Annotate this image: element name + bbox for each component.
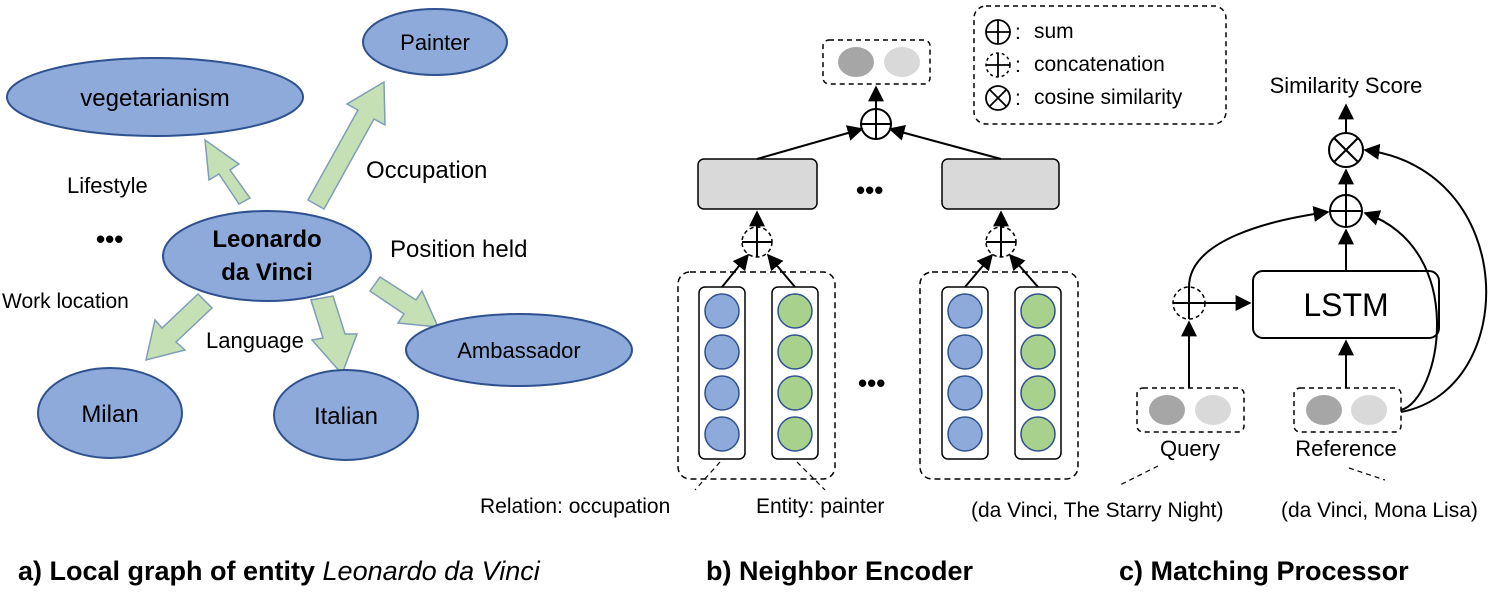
output-embedding-box bbox=[822, 39, 931, 85]
entity-embedding-circle-right-2 bbox=[1020, 334, 1056, 370]
relation-embedding-circle-left-1 bbox=[704, 293, 740, 329]
node-milan-label: Milan bbox=[81, 401, 138, 428]
entity-painter-label: Entity: painter bbox=[756, 495, 884, 518]
legend: : sum : concatenation : cosine similarit… bbox=[973, 5, 1227, 125]
caption-matching-processor: c) Matching Processor bbox=[1119, 556, 1409, 586]
relation-embedding-circle-left-3 bbox=[704, 375, 740, 411]
arrow-position-held bbox=[368, 275, 440, 328]
reference-embedding-light bbox=[1351, 395, 1387, 425]
reference-embedding-dark bbox=[1306, 395, 1342, 425]
matching-sum-operator bbox=[1329, 194, 1363, 228]
entity-embedding-circle-left-4 bbox=[777, 416, 813, 452]
relation-work-location: Work location bbox=[2, 290, 129, 313]
arrow-reference-to-sum bbox=[1363, 210, 1438, 411]
neighbor-group-right bbox=[919, 271, 1079, 480]
matching-processor: Similarity Score LSTM Query bbox=[1117, 73, 1488, 522]
legend-cosine-icon bbox=[985, 85, 1011, 111]
relation-occupation: Occupation bbox=[366, 157, 487, 184]
node-leonardo-line1: Leonardo bbox=[212, 226, 321, 253]
entity-embedding-circle-left-3 bbox=[777, 375, 813, 411]
caption-local-graph-entity: Leonardo da Vinci bbox=[322, 556, 540, 586]
output-embedding-dark bbox=[838, 47, 874, 77]
node-vegetarianism-label: vegetarianism bbox=[80, 85, 229, 112]
neighbor-group-left bbox=[677, 271, 836, 480]
node-painter-label: Painter bbox=[400, 30, 470, 55]
node-italian-label: Italian bbox=[314, 403, 378, 430]
encoder-ellipsis-top: ••• bbox=[856, 175, 883, 205]
legend-cosine-separator: : bbox=[1015, 87, 1021, 110]
node-ambassador bbox=[405, 313, 633, 387]
encoder-ellipsis-middle: ••• bbox=[858, 368, 885, 398]
node-italian bbox=[273, 369, 419, 461]
node-milan bbox=[37, 367, 183, 459]
legend-sum-icon bbox=[985, 19, 1011, 45]
caption-local-graph: a) Local graph of entity Leonardo da Vin… bbox=[18, 556, 540, 587]
node-vegetarianism bbox=[6, 57, 304, 137]
relation-embedding-circle-right-4 bbox=[947, 416, 983, 452]
entity-embedding-circle-right-1 bbox=[1020, 293, 1056, 329]
legend-concatenation-separator: : bbox=[1015, 54, 1021, 77]
concat-operator-right bbox=[985, 226, 1017, 258]
relation-lifestyle: Lifestyle bbox=[67, 173, 148, 198]
output-embedding-light bbox=[884, 47, 920, 77]
entity-embedding-circle-right-4 bbox=[1020, 416, 1056, 452]
node-leonardo bbox=[162, 210, 372, 302]
entity-embedding-circle-right-3 bbox=[1020, 375, 1056, 411]
arrow-left-box-to-sum bbox=[756, 125, 864, 160]
arrow-language bbox=[310, 295, 359, 376]
legend-sum-label: sum bbox=[1034, 20, 1074, 43]
node-painter bbox=[362, 8, 508, 76]
model-diagram: Painter vegetarianism Leonardo da Vinci … bbox=[2, 5, 1488, 522]
relation-occupation-label: Relation: occupation bbox=[480, 495, 670, 518]
legend-sum-separator: : bbox=[1015, 21, 1021, 44]
entity-embedding-circle-left-2 bbox=[777, 334, 813, 370]
neighbor-encoder: ••• ••• Relation: occupation bbox=[480, 39, 1224, 522]
local-graph: Painter vegetarianism Leonardo da Vinci … bbox=[2, 8, 633, 461]
lstm-label: LSTM bbox=[1303, 287, 1388, 323]
matching-concat-operator bbox=[1172, 286, 1206, 320]
mona-lisa-pair-label: (da Vinci, Mona Lisa) bbox=[1281, 499, 1478, 522]
arrow-occupation bbox=[306, 80, 386, 211]
arrow-concat-to-sum bbox=[1188, 206, 1330, 288]
node-ambassador-label: Ambassador bbox=[457, 338, 581, 363]
starry-night-pair-label: (da Vinci, The Starry Night) bbox=[971, 499, 1224, 522]
arrow-right-box-to-sum bbox=[888, 125, 1002, 160]
relation-embedding-circle-right-1 bbox=[947, 293, 983, 329]
encoder-box-left bbox=[697, 158, 818, 210]
legend-concatenation-icon bbox=[985, 52, 1011, 78]
relation-embedding-circle-right-3 bbox=[947, 375, 983, 411]
query-embedding-box bbox=[1136, 387, 1245, 433]
arrow-reference-to-cosine bbox=[1363, 143, 1488, 413]
relation-language: Language bbox=[206, 328, 304, 353]
arrow-work-location bbox=[144, 292, 214, 362]
query-embedding-light bbox=[1195, 395, 1231, 425]
graph-ellipsis: ••• bbox=[96, 224, 123, 254]
legend-cosine-label: cosine similarity bbox=[1034, 86, 1183, 109]
entity-embedding-circle-left-1 bbox=[777, 293, 813, 329]
encoder-box-right bbox=[941, 158, 1060, 210]
reference-label: Reference bbox=[1295, 436, 1397, 461]
query-embedding-dark bbox=[1149, 395, 1185, 425]
concat-operator-left bbox=[741, 226, 773, 258]
similarity-score-label: Similarity Score bbox=[1270, 73, 1423, 98]
relation-embedding-circle-left-4 bbox=[704, 416, 740, 452]
query-label: Query bbox=[1160, 436, 1220, 461]
caption-local-graph-prefix: a) Local graph of entity bbox=[18, 556, 323, 586]
relation-position-held: Position held bbox=[390, 236, 527, 263]
relation-embedding-circle-left-2 bbox=[704, 334, 740, 370]
node-leonardo-line2: da Vinci bbox=[221, 259, 313, 286]
legend-concatenation-label: concatenation bbox=[1034, 53, 1165, 76]
relation-embedding-circle-right-2 bbox=[947, 334, 983, 370]
caption-neighbor-encoder: b) Neighbor Encoder bbox=[706, 556, 974, 586]
arrow-lifestyle bbox=[204, 138, 252, 205]
cosine-operator bbox=[1328, 132, 1364, 168]
